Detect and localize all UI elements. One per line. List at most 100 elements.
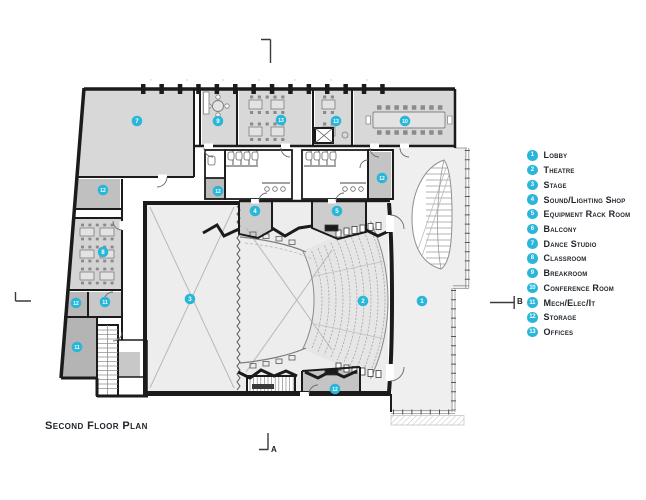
stair-left (96, 324, 119, 397)
section-marker-b-line (490, 296, 515, 309)
legend-item: 1 Lobby (527, 148, 630, 163)
legend-number-badge: 12 (527, 312, 538, 323)
room-storage-bottom (302, 367, 360, 394)
room-marker (97, 184, 109, 196)
room-marker-number: 12 (332, 387, 338, 393)
legend-item-label: Classroom (543, 253, 587, 264)
section-marker-lines (14, 38, 515, 451)
legend-item: 7 Dance Studio (527, 236, 630, 251)
legend-item: 9 Breakroom (527, 266, 630, 281)
room-marker (329, 383, 341, 395)
legend-item: 4 Sound/Lighting Shop (527, 192, 630, 207)
room-marker-number: 9 (216, 118, 220, 125)
legend-number-badge: 10 (527, 282, 538, 294)
room-marker-number: 12 (215, 189, 221, 195)
room-marker-number: 4 (253, 208, 257, 215)
doors (103, 143, 410, 397)
legend-number-badge: 1 (527, 150, 538, 161)
room-marker-number: 7 (135, 118, 139, 125)
room-marker (275, 114, 287, 126)
room-marker (331, 205, 343, 217)
legend-number-badge: 4 (527, 194, 538, 205)
section-marker-left (14, 292, 31, 302)
room-marker (70, 297, 82, 309)
room-sound-shop (239, 201, 272, 238)
stage-cross-bracing (149, 206, 333, 389)
legend-item: 11 Mech/Elec/It (527, 295, 630, 310)
legend-item-label: Conference Room (543, 282, 615, 293)
room-marker-number: 10 (402, 119, 408, 125)
room-marker (212, 115, 224, 127)
legend-item-label: Theatre (543, 165, 575, 176)
legend-number-badge: 6 (527, 223, 538, 235)
legend-item: 3 Stage (527, 177, 630, 192)
legend-number-badge: 9 (527, 267, 538, 279)
restrooms (207, 127, 366, 192)
legend: 1 Lobby 2 Theatre 3 Stage 4 Sound/Lighti… (527, 148, 630, 339)
room-marker-number: 2 (361, 298, 365, 305)
room-dance-studio (78, 90, 194, 177)
legend-item: 13 Offices (527, 325, 630, 340)
legend-item-label: Balcony (543, 223, 577, 234)
legend-item-label: Breakroom (543, 268, 588, 279)
room-marker-number: 8 (101, 249, 105, 256)
legend-number-badge: 7 (527, 238, 538, 249)
room-marker-number: 12 (73, 301, 79, 307)
room-marker (376, 172, 388, 184)
room-marker (131, 115, 143, 127)
section-letter-b: B (517, 297, 523, 306)
theatre-seating (302, 221, 389, 379)
legend-item-label: Mech/Elec/It (543, 297, 596, 308)
room-marker (357, 295, 369, 307)
room-marker-number: 5 (335, 208, 339, 215)
room-marker (212, 185, 224, 197)
legend-number-badge: 5 (527, 208, 538, 220)
legend-number-badge: 8 (527, 253, 538, 264)
legend-item: 8 Classroom (527, 251, 630, 266)
room-marker (249, 205, 261, 217)
room-marker-number: 3 (188, 296, 192, 303)
room-marker (330, 115, 342, 127)
legend-item: 10 Conference Room (527, 280, 630, 295)
room-marker-number: 13 (278, 118, 284, 124)
legend-item-label: Sound/Lighting Shop (543, 194, 626, 205)
room-offices-1 (239, 90, 311, 146)
room-marker-number: 13 (333, 119, 339, 125)
section-marker-a-line (259, 433, 269, 451)
legend-item: 12 Storage (527, 310, 630, 325)
room-marker (97, 246, 109, 258)
section-letter-a: A (271, 445, 277, 454)
room-marker-number: 11 (102, 300, 108, 306)
walls (59, 87, 457, 412)
legend-item-label: Stage (543, 179, 567, 190)
legend-item-label: Equipment Rack Room (543, 209, 631, 220)
window-mullions (141, 84, 385, 94)
legend-item: 2 Theatre (527, 163, 630, 178)
plan-title: Second Floor Plan (45, 420, 148, 432)
legend-item-label: Lobby (543, 150, 568, 161)
room-marker (184, 293, 196, 305)
section-marker-top (261, 38, 272, 63)
room-marker (416, 295, 428, 307)
proscenium-curtain-line (236, 205, 241, 391)
lobby-grand-stair (411, 159, 453, 270)
legend-item-label: Storage (543, 312, 577, 323)
room-marker-number: 1 (420, 298, 424, 305)
room-marker (399, 115, 411, 127)
curtain-wall (390, 147, 470, 426)
legend-item: 5 Equipment Rack Room (527, 207, 630, 222)
room-small-gray (118, 352, 140, 377)
legend-number-badge: 3 (527, 179, 538, 191)
elevator (314, 127, 334, 144)
legend-number-badge: 2 (527, 164, 538, 176)
room-marker-number: 12 (100, 188, 106, 194)
legend-number-badge: 13 (527, 326, 538, 338)
balcony-front-rail (239, 231, 313, 369)
legend-item-label: Offices (543, 326, 574, 337)
room-storage-a (76, 179, 120, 209)
room-marker (99, 296, 111, 308)
exterior-terrace-hatch (390, 415, 465, 426)
